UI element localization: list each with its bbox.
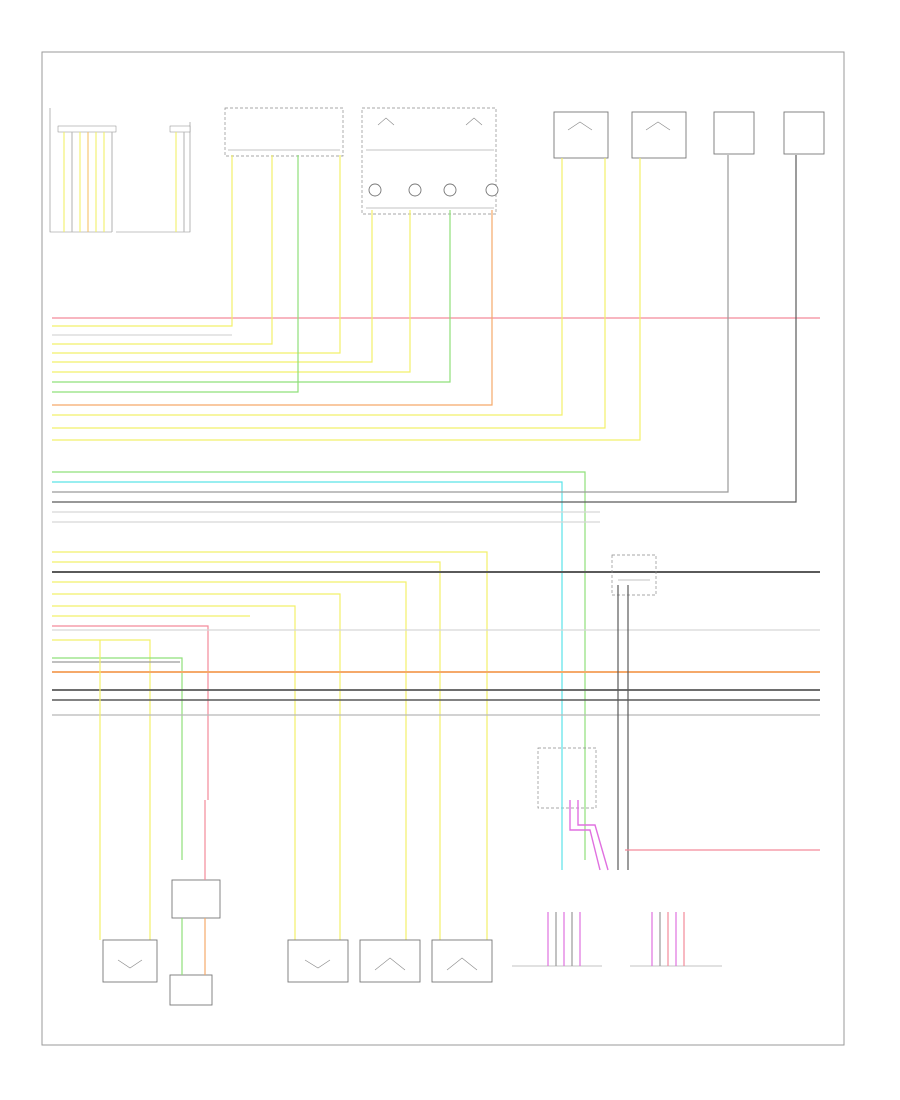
- wire-c4: [52, 581, 407, 940]
- wire-a8: [52, 210, 451, 383]
- diagram-frame: [41, 51, 845, 1046]
- top-component-7: [783, 111, 825, 155]
- top-component-5: [631, 111, 687, 159]
- gauge-4: [485, 183, 499, 197]
- bottom-component-1: [102, 939, 158, 983]
- right-relay: [611, 554, 820, 870]
- top-component-4: [553, 111, 609, 159]
- wire-c10: [52, 657, 183, 860]
- wire-a13: [52, 158, 641, 441]
- wire-a10: [52, 210, 493, 406]
- top-component-6: [713, 111, 755, 155]
- gauge-2: [408, 183, 422, 197]
- top-component-3: [361, 107, 499, 215]
- wire-c6: [52, 605, 296, 940]
- c1-stub-wires: [63, 132, 185, 232]
- wire-a11: [52, 158, 563, 416]
- gauge-3: [443, 183, 457, 197]
- wire-b4: [52, 155, 797, 503]
- bottom-component-7: [512, 912, 602, 967]
- top-component-1: [49, 108, 191, 233]
- wire-a6: [52, 210, 373, 363]
- wire-a12: [52, 158, 606, 429]
- wire-c5: [52, 593, 341, 940]
- wire-a5: [52, 155, 341, 354]
- wire-a4: [52, 155, 273, 345]
- middle-connector: [537, 747, 609, 871]
- wire-b1: [52, 471, 586, 860]
- bottom-drops: [181, 800, 206, 975]
- bus-group-c: [52, 551, 820, 940]
- connector-pins-left: [57, 125, 191, 133]
- wire-c9: [52, 639, 151, 940]
- top-component-2: [224, 107, 344, 157]
- gauge-1: [368, 183, 382, 197]
- bottom-component-2: [171, 879, 221, 919]
- bus-group-a: [52, 155, 820, 441]
- wire-b3: [52, 155, 729, 493]
- bottom-component-3: [169, 974, 213, 1006]
- wire-c1: [52, 551, 488, 940]
- wire-b2: [52, 481, 563, 760]
- bottom-component-8: [630, 912, 722, 967]
- bottom-component-4: [287, 939, 349, 983]
- wire-a7: [52, 210, 411, 373]
- wire-c2: [52, 561, 441, 940]
- wire-a2: [52, 155, 233, 327]
- wire-c8: [52, 625, 209, 800]
- wire-a9: [52, 155, 299, 393]
- bottom-component-5: [359, 939, 421, 983]
- bus-group-b: [52, 155, 797, 860]
- bottom-component-6: [431, 939, 493, 983]
